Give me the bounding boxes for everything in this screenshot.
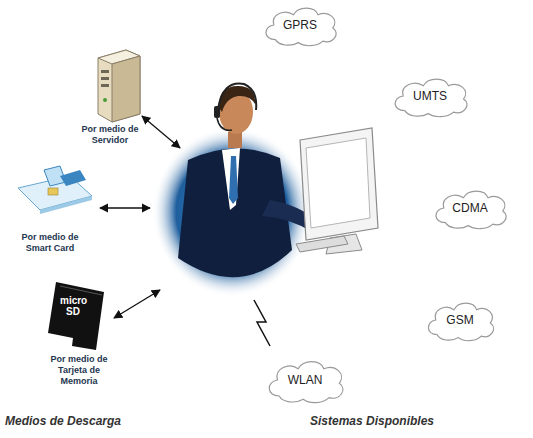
server-icon (112, 56, 140, 122)
network-cloud: UMTS (388, 74, 472, 118)
server-icon (98, 50, 140, 122)
smart-card-icon (18, 166, 92, 214)
memory-card-icon (48, 282, 104, 350)
server-icon (103, 98, 107, 102)
download-arrow (142, 116, 180, 148)
server-icon (101, 77, 109, 80)
server-icon (101, 84, 109, 87)
person-figure (218, 84, 256, 110)
card-text: micro (60, 296, 87, 306)
computer (296, 236, 348, 252)
person-figure (222, 148, 240, 210)
smart-card-icon (60, 170, 86, 186)
cloud-outline (266, 8, 336, 46)
download-medium: Por medio de Smart Card (16, 232, 84, 254)
medium-label: Por medio de Servidor (76, 124, 144, 146)
person-figure (229, 156, 238, 204)
download-arrow (114, 290, 160, 318)
network-cloud: CDMA (429, 186, 511, 230)
network-name: UMTS (413, 89, 447, 103)
card-text: SD (66, 307, 80, 317)
network-cloud: GPRS (259, 3, 341, 47)
network-name: WLAN (288, 373, 323, 387)
download-medium: Por medio de Servidor (76, 124, 144, 146)
cloud-outline (436, 191, 506, 229)
person-figure (152, 84, 326, 297)
network-name: GSM (446, 313, 473, 327)
smart-card-icon (48, 188, 58, 195)
server-icon (101, 70, 109, 73)
computer (306, 138, 370, 228)
footer-label: Medios de Descarga (5, 414, 121, 428)
person-figure (217, 118, 232, 130)
person-figure (228, 132, 242, 148)
download-arrow (100, 207, 150, 208)
network-cloud: GSM (422, 298, 498, 342)
computer (300, 128, 378, 240)
server-icon (98, 50, 140, 122)
smart-card-icon (40, 196, 92, 214)
cloud-outline (395, 79, 467, 117)
medium-label: Por medio de Smart Card (16, 232, 84, 254)
network-name: CDMA (452, 201, 487, 215)
medium-label: Por medio de Tarjeta de Memoria (44, 354, 114, 386)
cloud-outline (428, 303, 493, 341)
network-cloud: WLAN (262, 356, 348, 404)
cloud-outline (269, 362, 343, 403)
memory-card-icon (48, 282, 104, 350)
network-name: GPRS (283, 18, 317, 32)
footer-label: Sistemas Disponibles (310, 414, 434, 428)
download-medium: Por medio de Tarjeta de Memoria (44, 354, 114, 386)
computer (296, 128, 378, 254)
memory-card-icon (60, 286, 102, 295)
wireless-link (254, 300, 270, 346)
person-figure (214, 106, 220, 118)
